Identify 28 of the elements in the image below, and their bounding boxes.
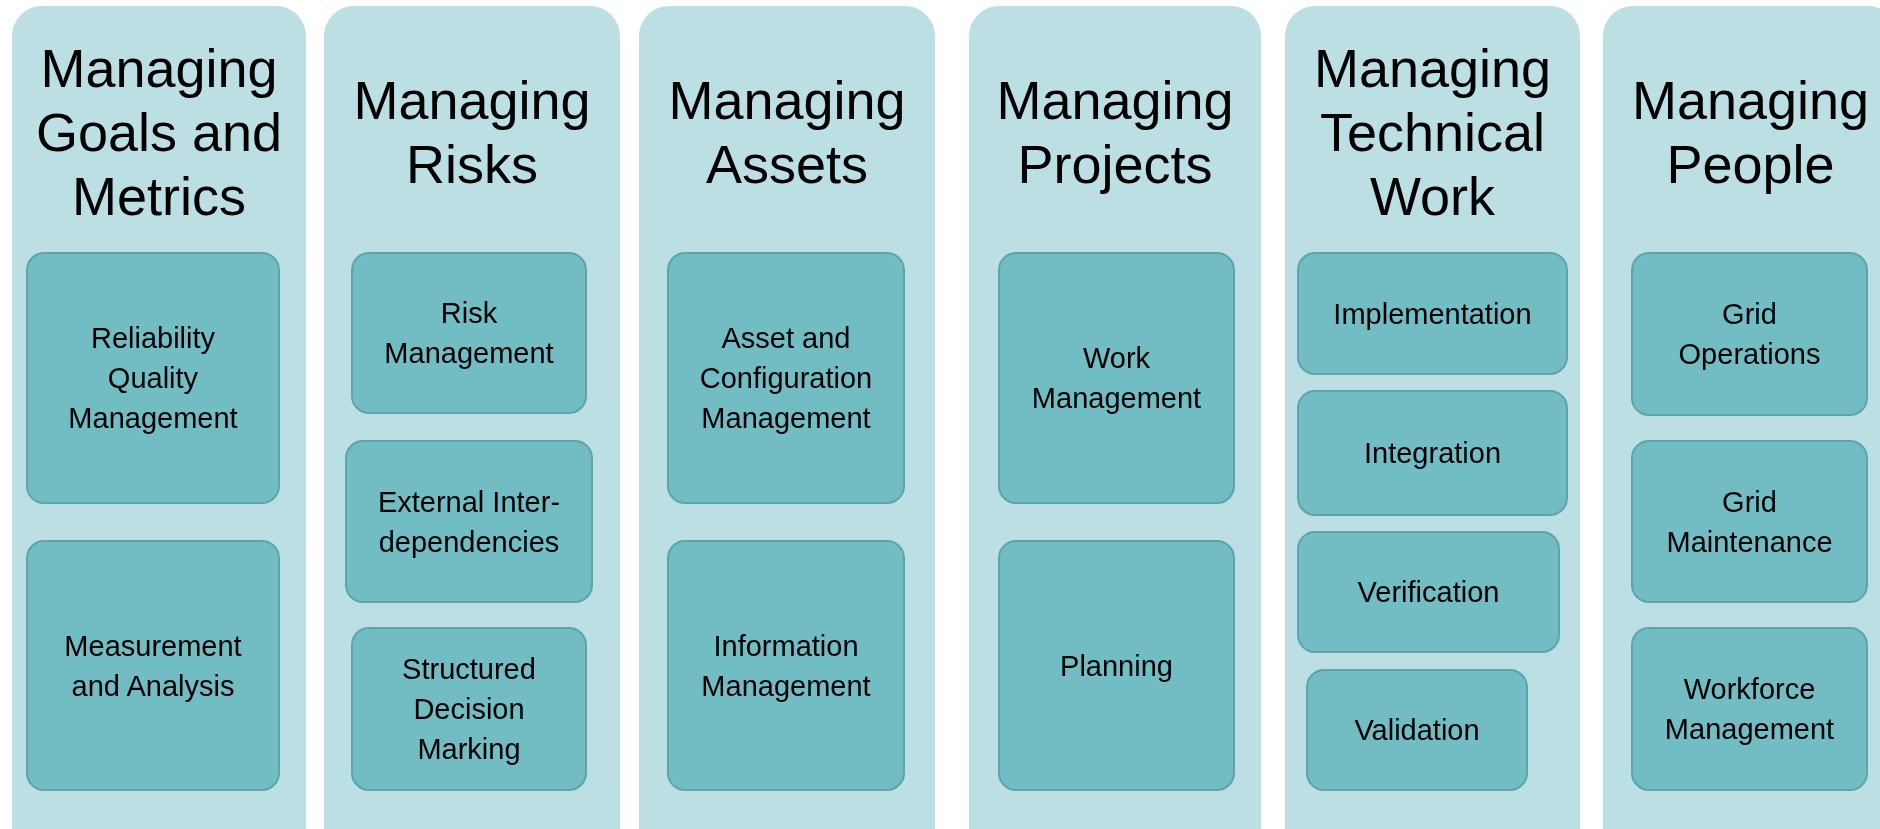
process-box: Structured Decision Marking (351, 627, 587, 791)
process-box: Planning (998, 540, 1235, 791)
process-box: External Inter-dependencies (345, 440, 593, 603)
category-column (639, 6, 935, 829)
category-column (1285, 6, 1580, 829)
category-column (324, 6, 620, 829)
column-heading: Managing Technical Work (1312, 37, 1553, 228)
column-heading: Managing Goals and Metrics (34, 37, 284, 228)
process-box: Information Management (667, 540, 905, 791)
column-heading: Managing Projects (995, 69, 1235, 196)
category-column (12, 6, 306, 829)
process-box: Risk Management (351, 252, 587, 414)
column-heading: Managing Assets (667, 69, 907, 196)
category-column (1603, 6, 1880, 829)
process-box: Workforce Management (1631, 627, 1868, 791)
process-box: Implementation (1297, 252, 1568, 375)
process-box: Verification (1297, 531, 1560, 653)
process-box: Validation (1306, 669, 1528, 791)
process-box: Reliability Quality Management (26, 252, 280, 504)
process-box: Measurement and Analysis (26, 540, 280, 791)
process-box: Grid Operations (1631, 252, 1868, 416)
process-box: Integration (1297, 390, 1568, 516)
category-column (969, 6, 1261, 829)
process-box: Asset and Configuration Management (667, 252, 905, 504)
process-box: Grid Maintenance (1631, 440, 1868, 603)
process-box: Work Management (998, 252, 1235, 504)
column-heading: Managing People (1630, 69, 1871, 196)
column-heading: Managing Risks (352, 69, 592, 196)
